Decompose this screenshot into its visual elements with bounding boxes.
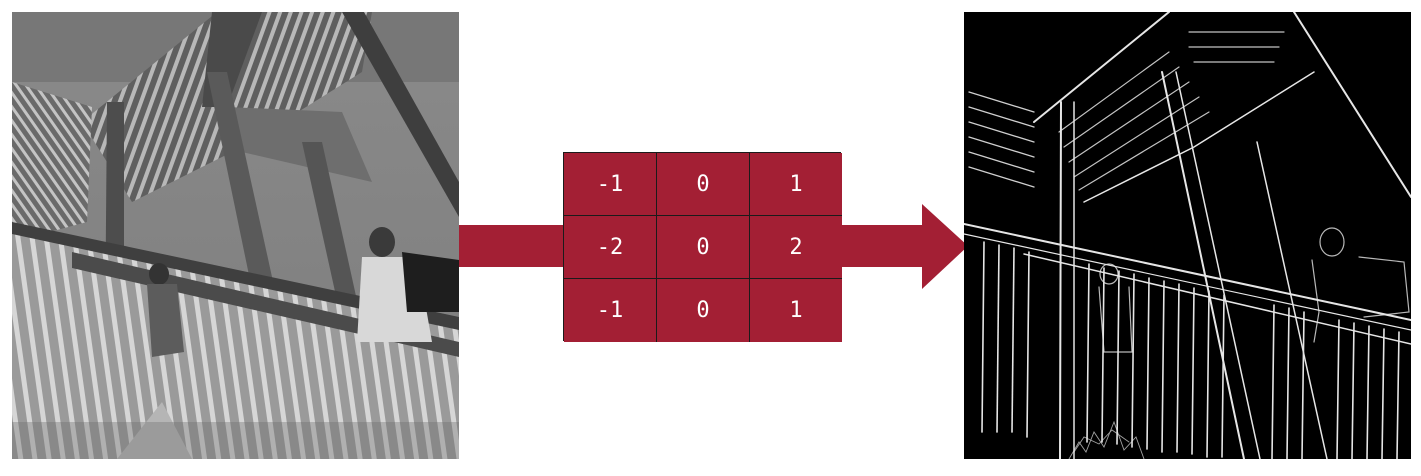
kernel-cell-r3-c3: 1 bbox=[750, 279, 842, 342]
kernel-cell-r1-c3: 1 bbox=[750, 153, 842, 216]
kernel-cell-r2-c1: -2 bbox=[564, 216, 657, 279]
arrow-shaft-right bbox=[840, 225, 922, 267]
arrow-shaft-left bbox=[459, 225, 565, 267]
grayscale-staircase-photo-icon bbox=[12, 12, 459, 459]
sobel-kernel: -1 0 1 -2 0 2 -1 0 1 bbox=[563, 152, 842, 342]
kernel-cell-r1-c1: -1 bbox=[564, 153, 657, 216]
output-image bbox=[964, 12, 1411, 459]
kernel-cell-r3-c1: -1 bbox=[564, 279, 657, 342]
input-image bbox=[12, 12, 459, 459]
kernel-cell-r3-c2: 0 bbox=[657, 279, 750, 342]
arrow-head bbox=[922, 204, 968, 289]
kernel-cell-r1-c2: 0 bbox=[657, 153, 750, 216]
edge-detected-staircase-photo-icon bbox=[964, 12, 1411, 459]
kernel-cell-r2-c3: 2 bbox=[750, 216, 842, 279]
kernel-cell-r2-c2: 0 bbox=[657, 216, 750, 279]
